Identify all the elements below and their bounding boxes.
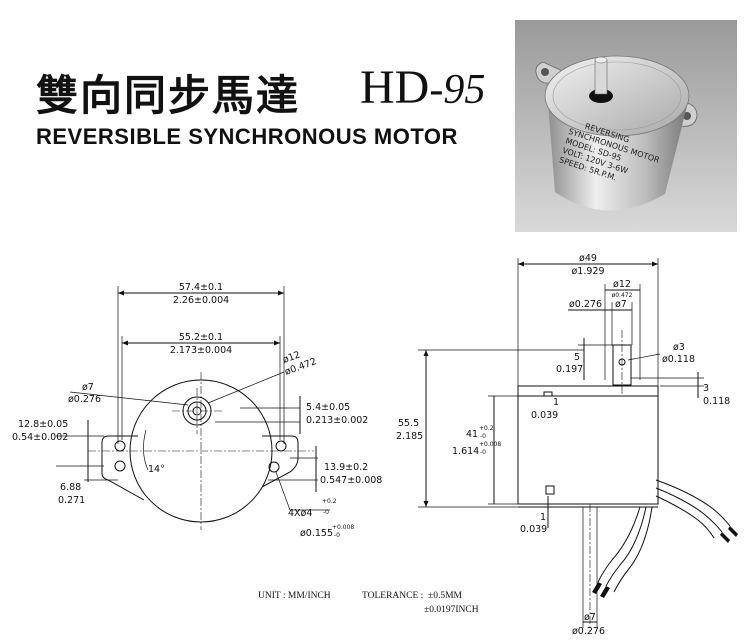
front-view: 57.4±0.1 2.26±0.004 55.2±0.1 2.173±0.004	[12, 282, 382, 539]
hub-mm: ø12	[613, 279, 631, 290]
top-in: 0.197	[556, 364, 583, 375]
unit-note: UNIT : MM/INCH	[258, 591, 331, 601]
left-height-mm: 12.8±0.05	[18, 419, 68, 430]
ear-in: 0.271	[58, 495, 85, 506]
body-mm-tol-down: -0	[480, 433, 486, 440]
body-mm-tol-up: +0.2	[479, 425, 494, 432]
side-dia-mm: ø49	[579, 253, 597, 264]
step-in: 0.039	[531, 410, 558, 421]
notes: UNIT : MM/INCH TOLERANCE : ±0.5MM ±0.019…	[258, 591, 479, 615]
offset-mm: 5.4±0.05	[306, 402, 350, 413]
shaft-d7-in: ø0.276	[68, 394, 101, 405]
flat-mm: 3	[703, 383, 709, 394]
tolerance-label: TOLERANCE :	[362, 591, 423, 601]
flat-in: 0.118	[703, 396, 730, 407]
left-ear	[101, 435, 145, 501]
motor-photo: REVERSING SYNCHRONOUS MOTOR MODEL: SD-95…	[515, 20, 737, 232]
right-in: 0.547±0.008	[320, 475, 382, 486]
title-english: REVERSIBLE SYNCHRONOUS MOTOR	[36, 124, 458, 149]
front-width-inner-mm: 55.2±0.1	[179, 332, 223, 343]
offset-in: 0.213±0.002	[306, 415, 368, 426]
hole-mm: ø3	[673, 342, 685, 353]
body-in: 1.614	[452, 446, 479, 457]
shaft-in-side: ø0.276	[569, 299, 602, 310]
hole-in: ø0.118	[662, 354, 695, 365]
model-suffix: -95	[429, 67, 486, 113]
holes-label: 4Xø4	[288, 508, 312, 519]
mount-hole	[268, 461, 280, 473]
front-width-inner-in: 2.173±0.004	[170, 345, 232, 356]
ear-mm: 6.88	[60, 482, 81, 493]
side-dia-in: ø1.929	[571, 266, 604, 277]
angle-label: 14°	[148, 464, 165, 475]
side-top-cap	[517, 385, 659, 397]
model-number: HD-95	[360, 60, 485, 115]
front-width-outer-mm: 57.4±0.1	[179, 282, 223, 293]
lead-in: ø0.276	[572, 626, 605, 637]
height-in: 2.185	[396, 431, 423, 442]
step-mm: 1	[553, 397, 559, 408]
tolerance-in: ±0.0197INCH	[424, 605, 479, 615]
hub-in: ø0.472	[612, 292, 633, 299]
height-mm: 55.5	[398, 418, 419, 429]
holes-in-tol-up: +0.008	[332, 524, 354, 531]
side-view: ø49 ø1.929 ø12 ø0.472 ø0.276 ø7 ø3 ø0.11…	[396, 253, 738, 637]
model-prefix: HD	[360, 61, 430, 114]
bottom-in: 0.039	[520, 524, 547, 535]
holes-tol-down: -0	[323, 509, 329, 516]
title-chinese: 雙向同步馬達	[36, 71, 301, 120]
mount-hole	[275, 440, 287, 452]
holes-in-tol-down: -0	[334, 532, 340, 539]
holes-tol-up: +0.2	[322, 498, 337, 505]
mount-hole	[114, 440, 126, 452]
mount-hole	[114, 460, 126, 472]
body-in-tol-down: -0	[480, 449, 486, 456]
bottom-mm: 1	[540, 512, 546, 523]
tolerance-mm: ±0.5MM	[428, 591, 463, 601]
shaft-d7-mm: ø7	[82, 382, 94, 393]
side-notch	[543, 391, 553, 397]
body-mm: 41	[466, 429, 478, 440]
side-rivet	[545, 485, 555, 495]
front-width-outer-in: 2.26±0.004	[173, 295, 229, 306]
right-mm: 13.9±0.2	[324, 462, 368, 473]
holes-in: ø0.155	[300, 528, 333, 539]
left-height-in: 0.54±0.002	[12, 432, 68, 443]
lead-mm: ø7	[584, 612, 596, 623]
body-in-tol-up: +0.008	[479, 441, 501, 448]
top-mm: 5	[574, 352, 580, 363]
right-ear	[261, 435, 299, 488]
shaft-mm-side: ø7	[615, 299, 627, 310]
